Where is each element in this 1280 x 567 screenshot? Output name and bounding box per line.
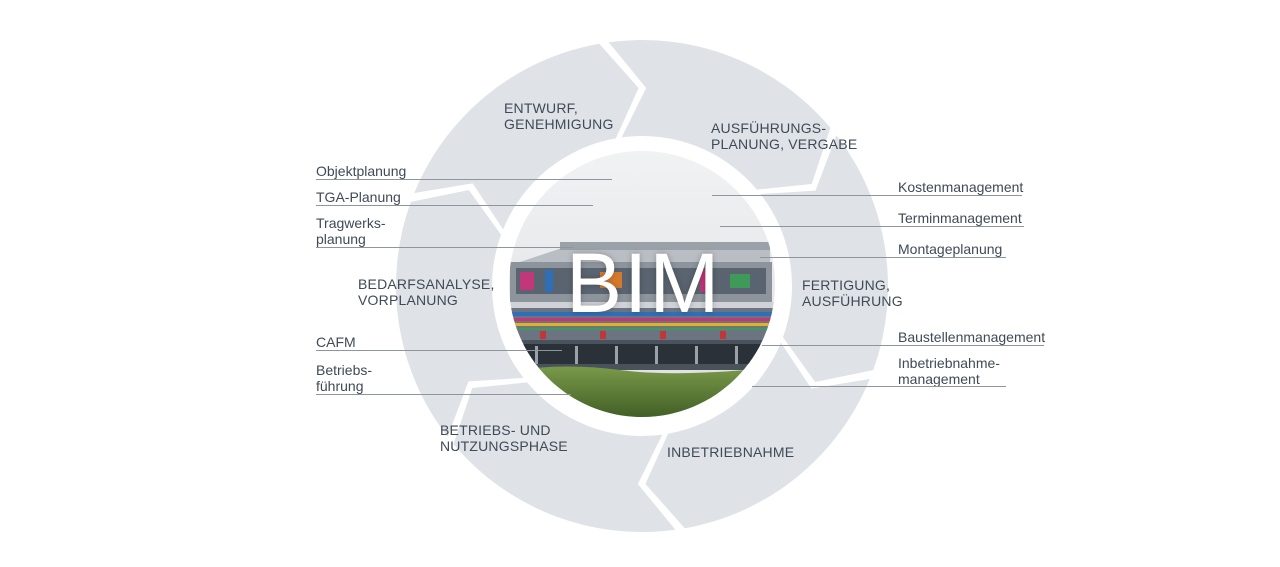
phase-ausfuehrungsplanung: AUSFÜHRUNGS- PLANUNG, VERGABE <box>711 120 857 152</box>
right-item-montage: Montageplanung <box>898 241 1002 257</box>
right-item-baustelle: Baustellenmanagement <box>898 329 1045 345</box>
phase-line: VORPLANUNG <box>358 292 459 308</box>
ring-arrow-segment <box>760 135 888 382</box>
phase-entwurf: ENTWURF, GENEHMIGUNG <box>504 100 614 132</box>
left-item-tragwerk: Tragwerks- planung <box>316 215 386 247</box>
phase-bedarfsanalyse: BEDARFSANALYSE, VORPLANUNG <box>358 276 495 308</box>
rule-kosten <box>712 195 1022 196</box>
phase-line: FERTIGUNG, <box>802 277 891 293</box>
ring-arrow-segment <box>608 39 831 190</box>
item-line: Montageplanung <box>898 241 1003 257</box>
left-item-cafm: CAFM <box>316 334 356 350</box>
item-line: Objektplanung <box>316 163 407 179</box>
rule-montage <box>760 257 1006 258</box>
phase-line: AUSFÜHRUNGS- <box>711 120 827 136</box>
item-line: TGA-Planung <box>316 189 401 205</box>
phase-line: ENTWURF, <box>504 100 578 116</box>
item-line: Betriebs- <box>316 362 373 378</box>
right-item-inbetriebnahme-mgmt: Inbetriebnahme- management <box>898 355 1000 387</box>
rule-objektplanung <box>316 179 612 180</box>
rule-tragwerk <box>316 247 574 248</box>
left-item-tga: TGA-Planung <box>316 189 401 205</box>
phase-line: PLANUNG, VERGABE <box>711 136 858 152</box>
item-line: planung <box>316 231 366 247</box>
phase-line: AUSFÜHRUNG <box>802 293 903 309</box>
item-line: Inbetriebnahme- <box>898 355 1000 371</box>
item-line: Terminmanagement <box>898 210 1022 226</box>
right-item-kosten: Kostenmanagement <box>898 179 1023 195</box>
item-line: führung <box>316 378 364 394</box>
phase-line: GENEHMIGUNG <box>504 116 614 132</box>
rule-termin <box>720 226 1024 227</box>
ring-arrow-segment <box>395 190 524 437</box>
item-line: Baustellenmanagement <box>898 329 1046 345</box>
rule-baustelle <box>762 345 1044 346</box>
right-item-termin: Terminmanagement <box>898 210 1022 226</box>
phase-betrieb: BETRIEBS- UND NUTZUNGSPHASE <box>440 422 568 454</box>
ring-arrow-segment <box>414 43 639 230</box>
phase-line: NUTZUNGSPHASE <box>440 438 568 454</box>
left-item-betriebsfuehrung: Betriebs- führung <box>316 362 372 394</box>
item-line: management <box>898 371 980 387</box>
item-line: CAFM <box>316 334 356 350</box>
rule-inbetriebnahme-mgmt <box>752 386 1006 387</box>
item-line: Kostenmanagement <box>898 179 1024 195</box>
phase-line: BEDARFSANALYSE, <box>358 276 495 292</box>
item-line: Tragwerks- <box>316 215 386 231</box>
ring-arrow-segment <box>453 382 676 533</box>
rule-cafm <box>316 350 562 351</box>
rule-betriebsfuehrung <box>316 394 571 395</box>
phase-line: BETRIEBS- UND <box>440 422 551 438</box>
center-title: BIM <box>566 236 722 330</box>
phase-fertigung: FERTIGUNG, AUSFÜHRUNG <box>802 277 903 309</box>
phase-inbetriebnahme: INBETRIEBNAHME <box>667 444 794 460</box>
ring-arrow-segment <box>645 342 870 529</box>
rule-tga <box>316 205 593 206</box>
phase-line: INBETRIEBNAHME <box>667 444 795 460</box>
left-item-objektplanung: Objektplanung <box>316 163 406 179</box>
